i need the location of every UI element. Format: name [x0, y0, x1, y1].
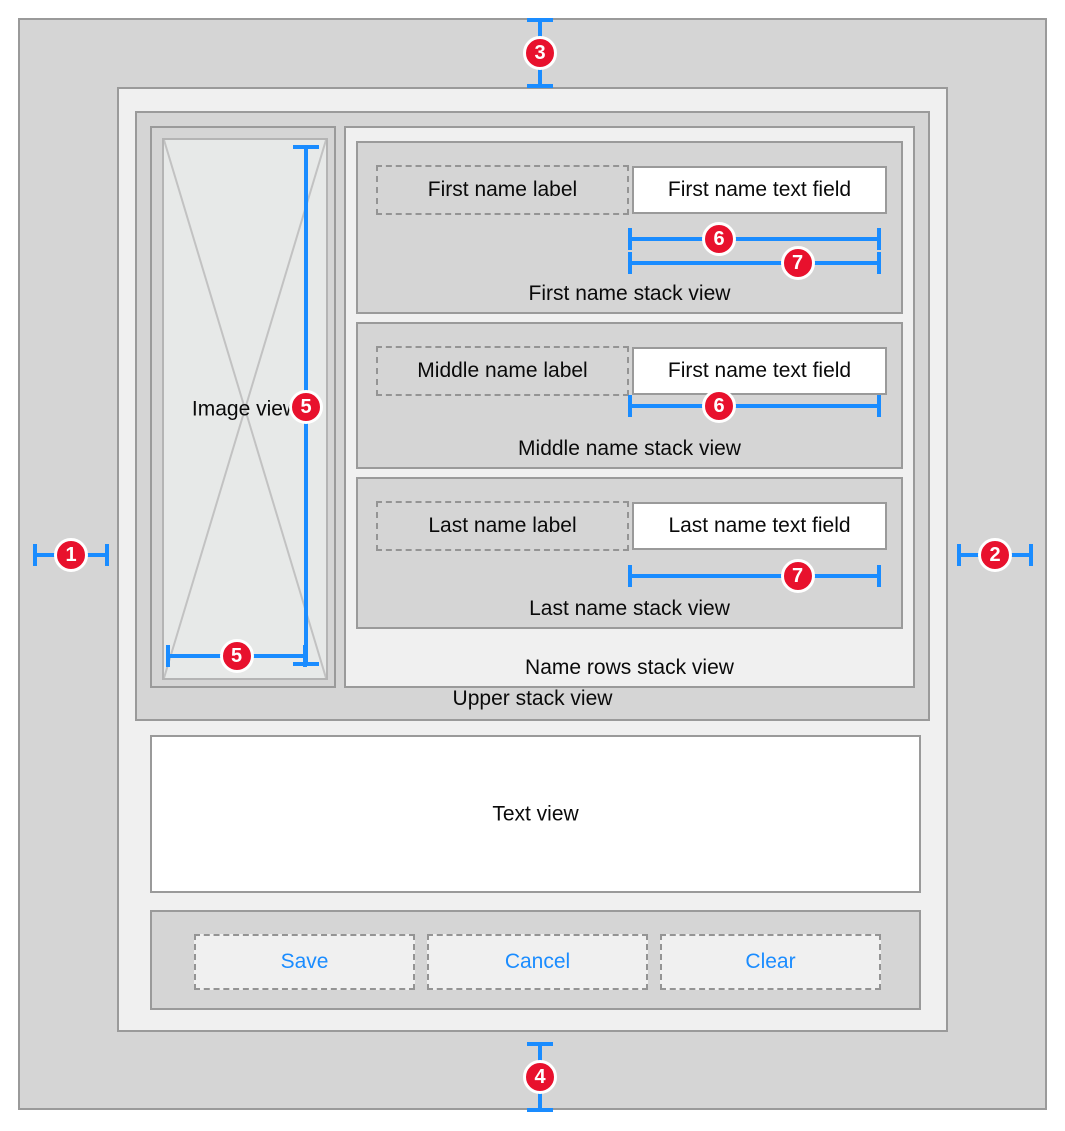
dimension-badge-7: 7: [780, 559, 815, 593]
dimension-marker-first-6: 6: [628, 222, 881, 256]
upper-stack-view-label: Upper stack view: [452, 687, 613, 710]
dimension-cap-start: [527, 1042, 553, 1046]
dimension-cap-end: [877, 252, 881, 274]
dimension-marker-last-7: 7: [628, 559, 881, 593]
text-view[interactable]: Text view: [150, 735, 921, 893]
last-name-stack-view: Last name label Last name text field Las…: [356, 477, 903, 629]
button-bar-stack-view: Save Cancel Clear: [150, 910, 921, 1010]
text-view-label: Text view: [492, 802, 579, 826]
middle-name-stack-view-label: Middle name stack view: [518, 437, 741, 460]
dimension-marker-3: 3: [523, 18, 557, 88]
dimension-cap-end: [877, 395, 881, 417]
first-name-label: First name label: [376, 165, 629, 215]
dimension-marker-first-7: 7: [628, 246, 881, 280]
dimension-badge-3: 3: [523, 36, 557, 70]
dimension-cap-end: [303, 645, 307, 667]
dimension-marker-image-height: 5: [289, 145, 323, 666]
dimension-bar: [628, 404, 881, 408]
cancel-button[interactable]: Cancel: [427, 934, 648, 990]
dimension-bar: [628, 261, 881, 265]
dimension-cap-end: [527, 84, 553, 88]
last-name-text-field[interactable]: Last name text field: [632, 502, 887, 550]
dimension-cap-end: [105, 544, 109, 566]
middle-name-label: Middle name label: [376, 346, 629, 396]
dimension-marker-image-width: 5: [166, 639, 307, 673]
first-name-stack-view-label: First name stack view: [528, 282, 731, 305]
dimension-cap-start: [527, 18, 553, 22]
first-name-text-field[interactable]: First name text field: [632, 166, 887, 214]
dimension-cap-start: [166, 645, 170, 667]
dimension-cap-start: [33, 544, 37, 566]
dimension-bar: [628, 574, 881, 578]
dimension-badge-4: 4: [523, 1060, 557, 1094]
dimension-marker-2: 2: [957, 538, 1033, 572]
dimension-badge-6: 6: [702, 222, 737, 256]
name-rows-stack-view-label: Name rows stack view: [525, 656, 734, 679]
dimension-badge-1: 1: [54, 538, 88, 572]
dimension-cap-end: [527, 1108, 553, 1112]
dimension-badge-5-horizontal: 5: [219, 639, 254, 673]
dimension-marker-1: 1: [33, 538, 109, 572]
dimension-badge-5-vertical: 5: [289, 390, 323, 424]
dimension-marker-middle-6: 6: [628, 389, 881, 423]
image-placeholder-x-icon: [164, 140, 326, 678]
dimension-marker-4: 4: [523, 1042, 557, 1112]
save-button[interactable]: Save: [194, 934, 415, 990]
dimension-cap-end: [1029, 544, 1033, 566]
dimension-cap-start: [293, 145, 319, 149]
last-name-label: Last name label: [376, 501, 629, 551]
dimension-badge-6: 6: [702, 389, 737, 423]
dimension-cap-start: [628, 565, 632, 587]
clear-button[interactable]: Clear: [660, 934, 881, 990]
dimension-cap-end: [877, 565, 881, 587]
dimension-cap-start: [628, 252, 632, 274]
image-view-label: Image view: [191, 397, 299, 421]
dimension-bar: [628, 237, 881, 241]
dimension-badge-2: 2: [978, 538, 1012, 572]
dimension-cap-start: [628, 395, 632, 417]
dimension-cap-start: [628, 228, 632, 250]
middle-name-text-field[interactable]: First name text field: [632, 347, 887, 395]
first-name-stack-view: First name label First name text field F…: [356, 141, 903, 314]
dimension-badge-7: 7: [780, 246, 815, 280]
last-name-stack-view-label: Last name stack view: [529, 597, 730, 620]
dimension-cap-start: [957, 544, 961, 566]
dimension-cap-end: [877, 228, 881, 250]
